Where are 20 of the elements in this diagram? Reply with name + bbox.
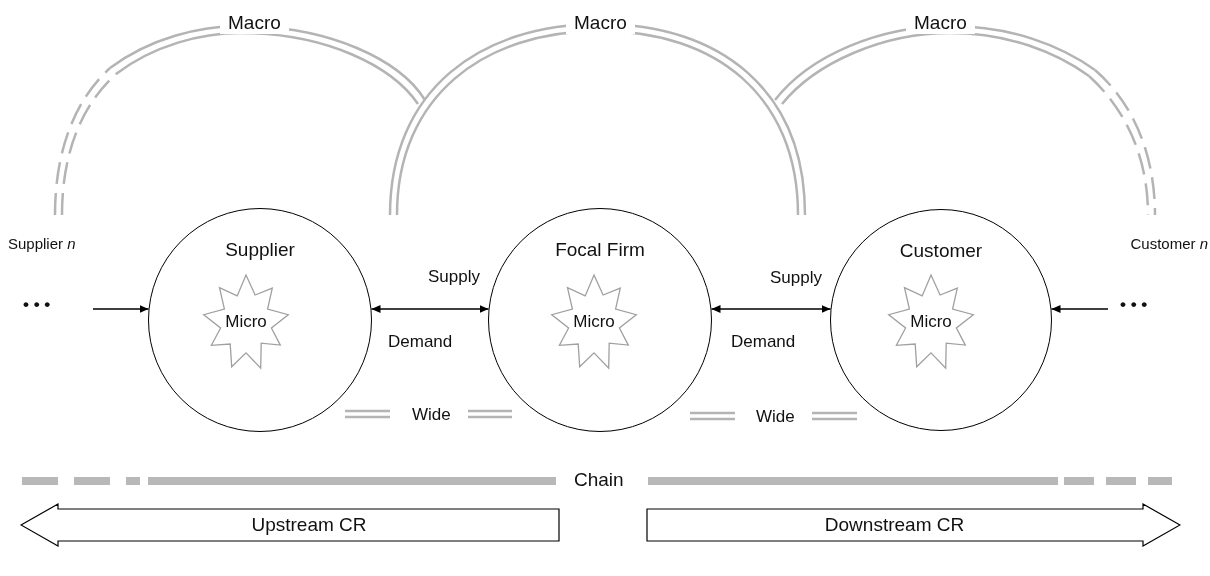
ellipsis-text: • • • [23, 295, 51, 315]
arrow [1050, 305, 1109, 313]
ellipsis-text: • • • [1120, 295, 1148, 315]
arrow-label: Upstream CR [250, 514, 368, 536]
node-title: Supplier [224, 239, 296, 261]
edge-label: Supply [428, 267, 480, 287]
node-caption: Customer n [1130, 235, 1208, 252]
double-headed-arrow [710, 305, 832, 313]
edge-label: Supply [770, 268, 822, 288]
starburst-label: Micro [224, 312, 268, 332]
node-caption: Supplier n [8, 235, 76, 252]
double-headed-arrow [370, 305, 490, 313]
arrow [92, 305, 150, 313]
arrow-label: Downstream CR [823, 514, 966, 536]
node-title: Customer [898, 240, 984, 262]
node-title: Focal Firm [554, 239, 646, 261]
flow-label: Demand [388, 332, 453, 352]
starburst-label: Micro [572, 312, 616, 332]
starburst-label: Micro [909, 312, 953, 332]
flow-label: Demand [731, 332, 796, 352]
